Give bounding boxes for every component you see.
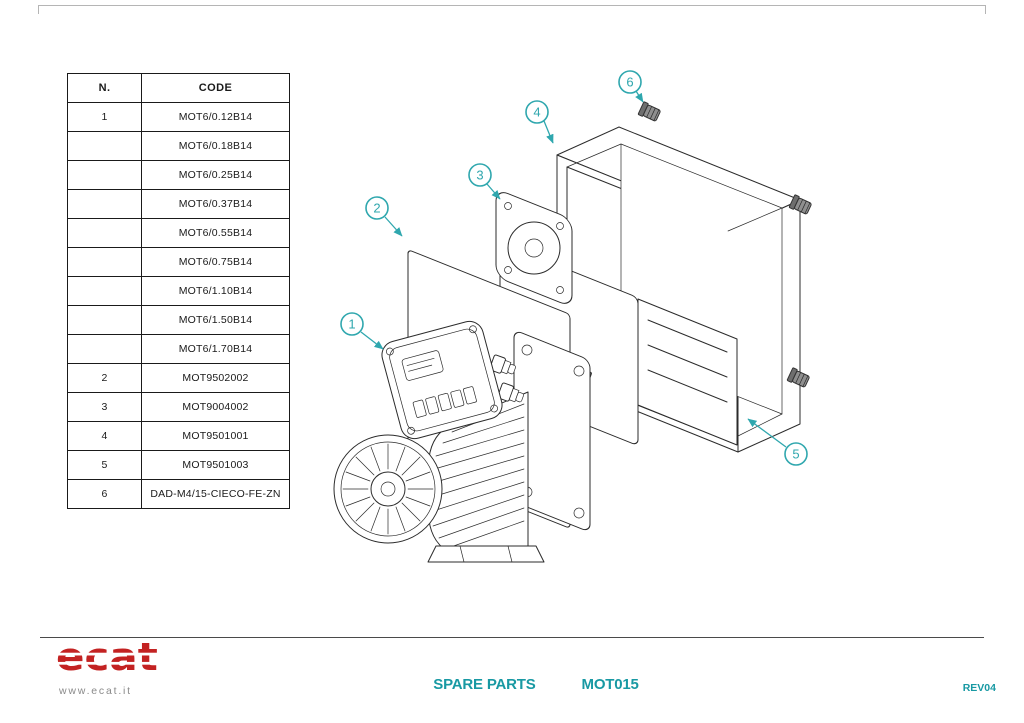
callout-number: 6	[626, 75, 633, 90]
part-code-cell: MOT6/1.10B14	[141, 276, 290, 306]
page-border-tick-left	[38, 5, 39, 14]
motor-feet	[427, 545, 545, 563]
table-row: MOT6/1.10B14	[67, 276, 290, 306]
callout-5: 5	[747, 418, 808, 466]
ecat-logo: ecat	[56, 638, 176, 677]
callout-number: 3	[476, 168, 483, 183]
table-row: MOT6/0.25B14	[67, 160, 290, 190]
table-row: MOT6/1.50B14	[67, 305, 290, 335]
footer-titles: SPARE PARTS MOT015	[48, 676, 1024, 693]
part-code-cell: MOT6/0.12B14	[141, 102, 290, 132]
page-border-tick-right	[985, 5, 986, 14]
part-code-cell: MOT6/1.50B14	[141, 305, 290, 335]
table-header-n: N.	[67, 73, 142, 103]
part-code-cell: DAD-M4/15-CIECO-FE-ZN	[141, 479, 290, 509]
callout-2: 2	[365, 196, 403, 237]
part-number-cell	[67, 247, 142, 277]
ecat-website: www.ecat.it	[59, 685, 132, 697]
callout-number: 1	[348, 317, 355, 332]
callout-1: 1	[340, 312, 384, 350]
table-row: MOT6/0.55B14	[67, 218, 290, 248]
part-number-cell	[67, 334, 142, 364]
part-code-cell: MOT9501001	[141, 421, 290, 451]
callout-number: 5	[792, 447, 799, 462]
part-number-cell: 2	[67, 363, 142, 393]
callout-6: 6	[618, 70, 644, 103]
motor-fan-cover	[333, 434, 443, 544]
part-number-cell: 3	[67, 392, 142, 422]
part-number-cell	[67, 276, 142, 306]
footer-separator	[40, 637, 984, 638]
rivet-screws	[637, 101, 812, 388]
terminal-box	[381, 320, 503, 440]
cable-gland	[489, 354, 516, 375]
doc-code-label: MOT015	[581, 676, 639, 693]
part-code-cell: MOT9501003	[141, 450, 290, 480]
callout-3: 3	[468, 163, 501, 200]
callout-number: 4	[533, 105, 540, 120]
table-row: MOT6/1.70B14	[67, 334, 290, 364]
part-code-cell: MOT6/1.70B14	[141, 334, 290, 364]
table-header-row: N. CODE	[67, 73, 290, 103]
doc-type-label: SPARE PARTS	[433, 676, 536, 693]
revision-label: REV04	[962, 682, 996, 694]
rivet-screw	[786, 367, 810, 388]
motor	[333, 320, 591, 563]
part-number-cell: 5	[67, 450, 142, 480]
callout-4: 4	[525, 100, 554, 144]
rivet-screw	[637, 101, 661, 122]
page-border-top	[38, 5, 986, 6]
callout-number: 2	[373, 201, 380, 216]
rivet-screw	[788, 194, 812, 215]
cable-gland	[497, 382, 524, 403]
table-header-code: CODE	[141, 73, 290, 103]
part-number-cell: 6	[67, 479, 142, 509]
